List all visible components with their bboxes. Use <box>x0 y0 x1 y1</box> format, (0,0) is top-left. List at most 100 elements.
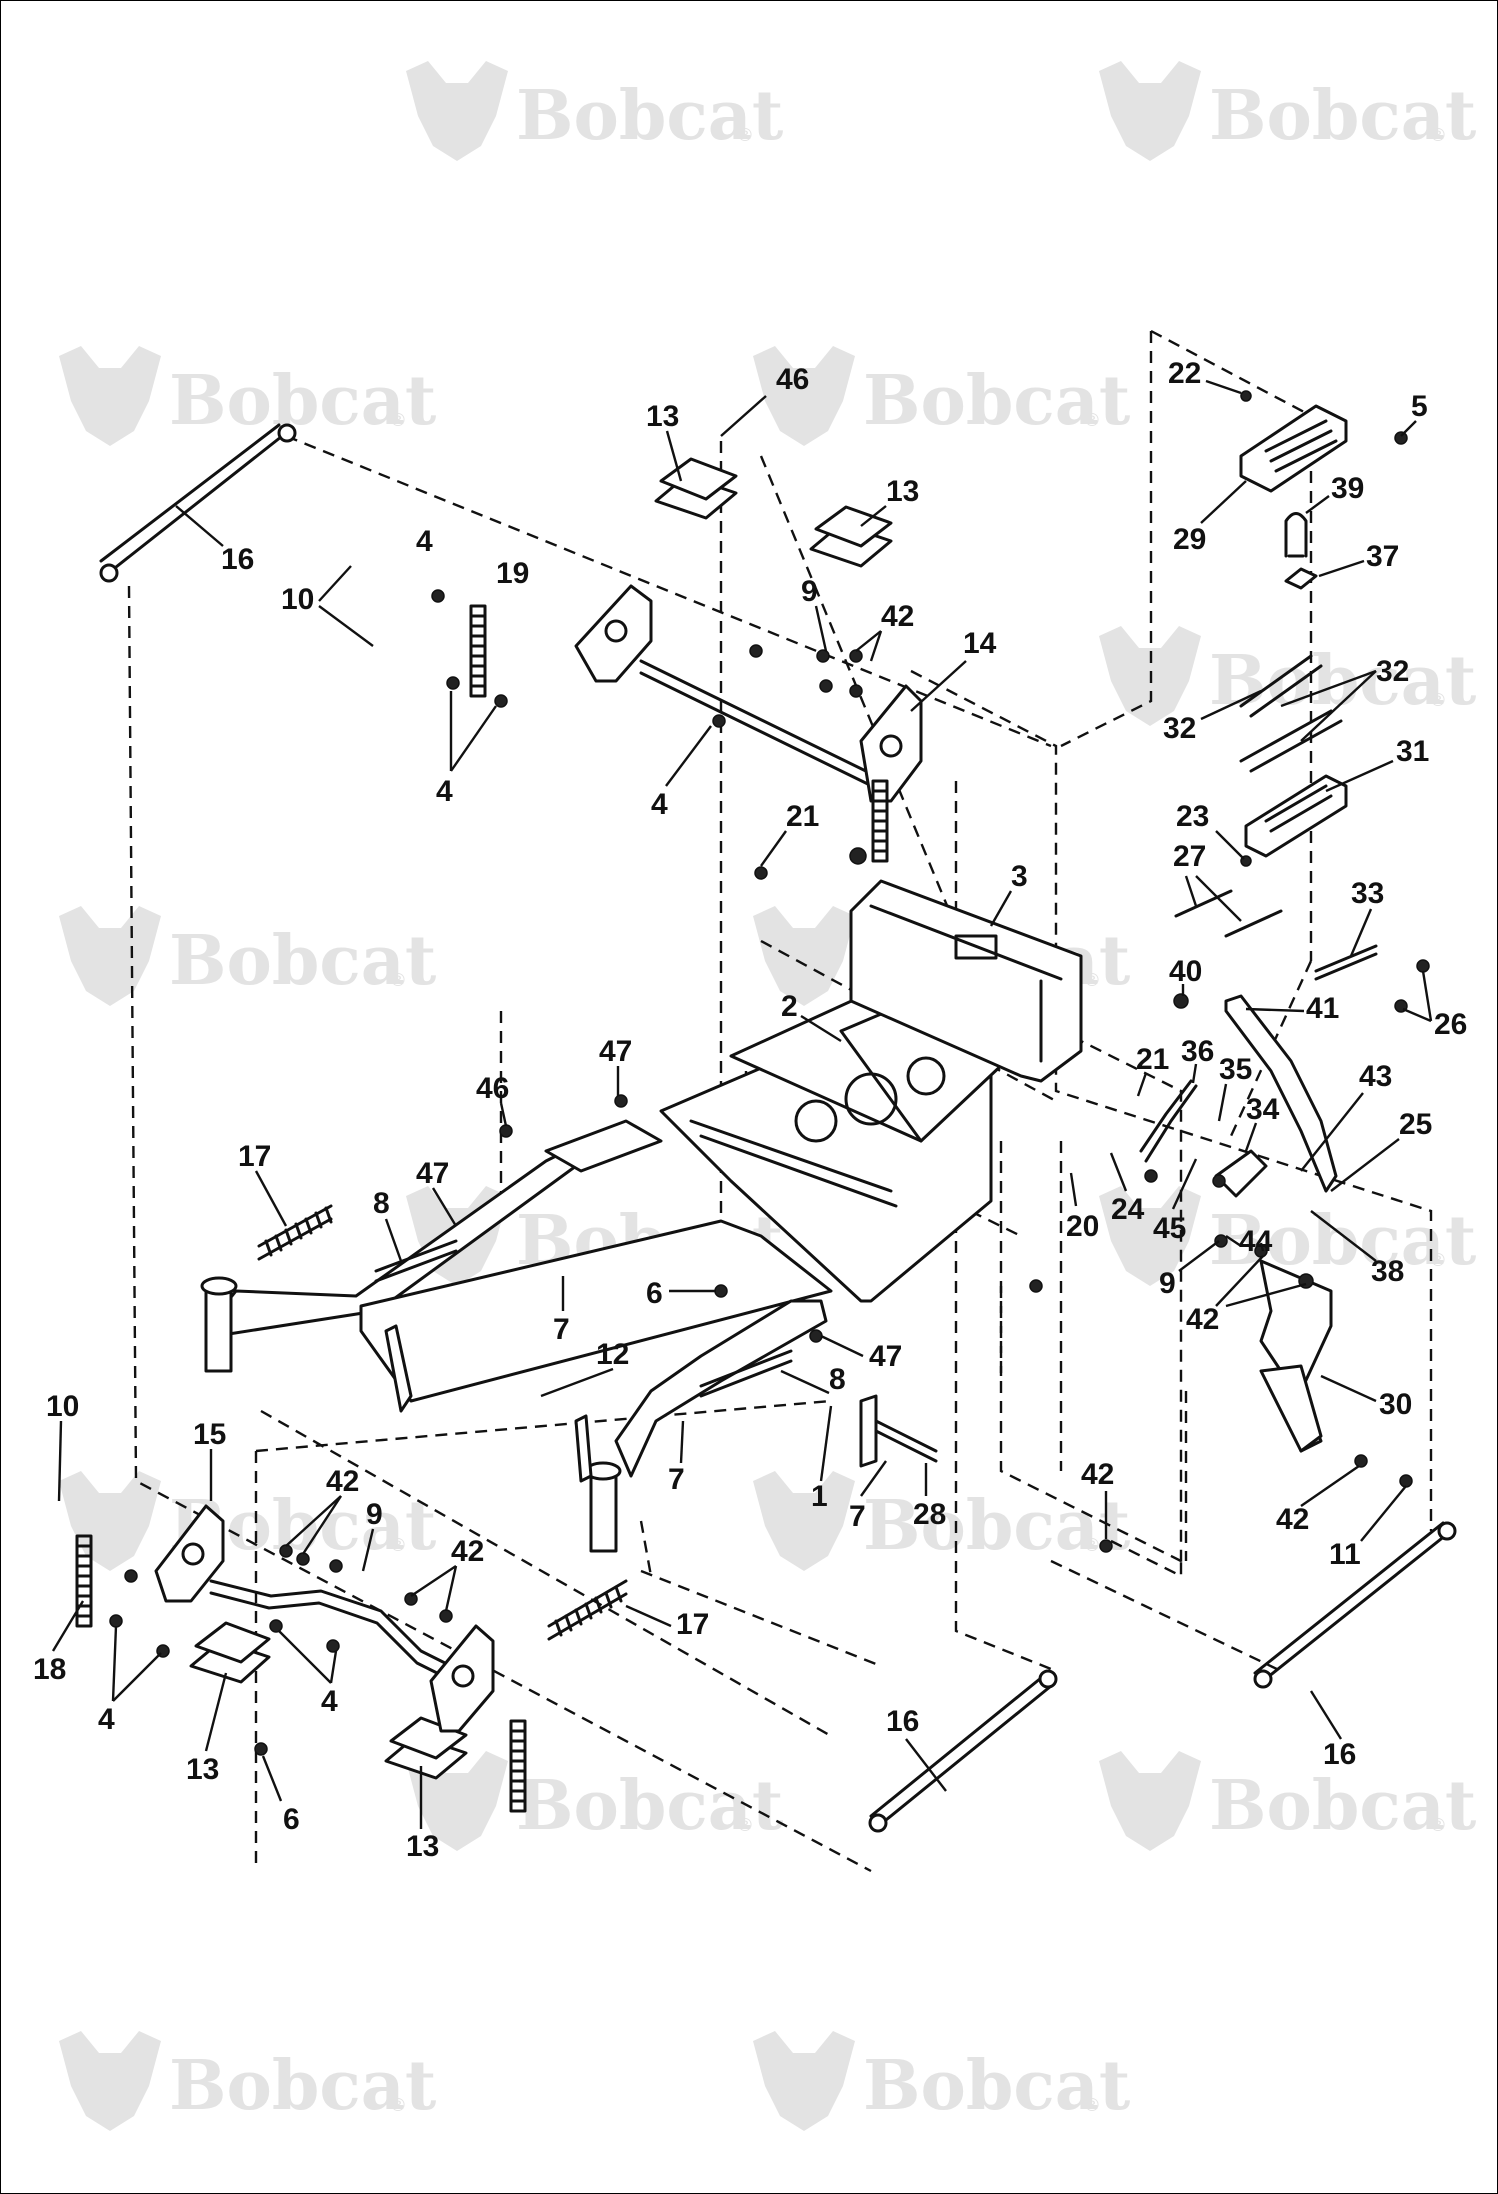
callout-22: 22 <box>1168 357 1201 390</box>
callout-25: 25 <box>1399 1108 1432 1141</box>
bobcat-head-icon <box>406 61 508 161</box>
callout-21: 21 <box>786 800 819 833</box>
watermark-reg: ® <box>1429 1250 1447 1271</box>
watermark-reg: ® <box>1083 2095 1101 2116</box>
part-spring-right <box>871 779 889 863</box>
callout-16: 16 <box>221 543 254 576</box>
callout-41: 41 <box>1306 992 1339 1025</box>
callout-8: 8 <box>373 1187 390 1220</box>
bobcat-head-icon <box>59 906 161 1006</box>
watermark: Bobcat ® <box>406 61 784 161</box>
bobcat-head-icon <box>1099 1751 1201 1851</box>
callout-43: 43 <box>1359 1060 1392 1093</box>
callout-42: 42 <box>451 1535 484 1568</box>
callout-10: 10 <box>281 583 314 616</box>
callout-9: 9 <box>366 1498 383 1531</box>
callout-4: 4 <box>98 1703 115 1736</box>
callout-18: 18 <box>33 1653 66 1686</box>
watermark: Bobcat ® <box>753 346 1131 446</box>
callout-14: 14 <box>963 627 997 660</box>
callout-4: 4 <box>436 775 453 808</box>
callout-46: 46 <box>776 363 809 396</box>
watermark: Bobcat ® <box>59 346 437 446</box>
bobcat-head-icon <box>1099 61 1201 161</box>
callout-3: 3 <box>1011 860 1028 893</box>
callout-7: 7 <box>849 1500 866 1533</box>
part-16-axle-bar-right <box>1253 1521 1457 1689</box>
callout-33: 33 <box>1351 877 1384 910</box>
callout-34: 34 <box>1246 1093 1280 1126</box>
watermark-reg: ® <box>736 125 754 146</box>
part-13-bracket-mid <box>809 505 893 568</box>
watermark-text: Bobcat <box>169 2046 437 2126</box>
callout-46: 46 <box>476 1072 509 1105</box>
part-27-pin <box>1174 889 1283 938</box>
callout-6: 6 <box>283 1803 300 1836</box>
callout-30: 30 <box>1379 1388 1412 1421</box>
callout-9: 9 <box>801 575 818 608</box>
callout-16: 16 <box>886 1705 919 1738</box>
part-8-rod-lower <box>699 1349 793 1398</box>
part-13-bracket-top <box>654 457 738 520</box>
watermark: Bobcat ® <box>1099 61 1477 161</box>
callout-36: 36 <box>1181 1035 1214 1068</box>
part-19-spring <box>469 604 487 698</box>
callout-42: 42 <box>1276 1503 1309 1536</box>
callout-40: 40 <box>1169 955 1202 988</box>
callout-17: 17 <box>238 1140 271 1173</box>
callout-42: 42 <box>1081 1458 1114 1491</box>
part-17-coil-spring-left <box>257 1204 333 1261</box>
part-34-bracket <box>1214 1149 1268 1198</box>
callout-38: 38 <box>1371 1255 1404 1288</box>
watermark: Bobcat ® <box>1099 626 1477 726</box>
callout-32: 32 <box>1376 655 1409 688</box>
parts <box>75 404 1457 1833</box>
callout-31: 31 <box>1396 735 1429 768</box>
part-33-pin <box>1314 944 1378 981</box>
callout-42: 42 <box>326 1465 359 1498</box>
callout-27: 27 <box>1173 840 1206 873</box>
part-41-lever-upper <box>1224 994 1338 1193</box>
callout-32: 32 <box>1163 712 1196 745</box>
watermark: Bobcat ® <box>406 1751 784 1851</box>
callout-8: 8 <box>829 1363 846 1396</box>
watermark-text: Bobcat <box>169 921 437 1001</box>
part-39-u-bolt <box>1284 512 1308 558</box>
part-8-rod-upper <box>374 1239 458 1283</box>
watermark-reg: ® <box>389 410 407 431</box>
watermark-text: Bobcat <box>863 2046 1131 2126</box>
watermark-reg: ® <box>1429 690 1447 711</box>
hardware <box>109 390 1430 1756</box>
part-29-plate <box>1239 404 1348 493</box>
callout-10: 10 <box>46 1390 79 1423</box>
callout-42: 42 <box>1186 1303 1219 1336</box>
watermark: Bobcat ® <box>1099 1751 1477 1851</box>
watermark-reg: ® <box>1429 1815 1447 1836</box>
watermark-reg: ® <box>1083 1535 1101 1556</box>
bobcat-head-icon <box>753 2031 855 2131</box>
callout-44: 44 <box>1239 1225 1273 1258</box>
watermark-reg: ® <box>1083 970 1101 991</box>
bobcat-head-icon <box>59 2031 161 2131</box>
watermark-reg: ® <box>389 1535 407 1556</box>
watermark: Bobcat ® <box>59 906 437 1006</box>
callout-37: 37 <box>1366 540 1399 573</box>
callout-12: 12 <box>596 1338 629 1371</box>
callout-11: 11 <box>1329 1538 1361 1571</box>
callout-4: 4 <box>416 525 433 558</box>
part-28-bracket <box>859 1394 938 1468</box>
watermark-reg: ® <box>736 1815 754 1836</box>
callout-16: 16 <box>1323 1738 1356 1771</box>
callout-7: 7 <box>553 1313 570 1346</box>
part-12-frame <box>200 1119 833 1553</box>
bobcat-head-icon <box>753 1471 855 1571</box>
callout-29: 29 <box>1173 523 1206 556</box>
callout-6: 6 <box>646 1277 663 1310</box>
watermark-reg: ® <box>1429 125 1447 146</box>
watermark-text: Bobcat <box>863 1486 1131 1566</box>
callout-21: 21 <box>1136 1043 1169 1076</box>
callout-13: 13 <box>186 1753 219 1786</box>
part-36-link <box>1139 1079 1198 1163</box>
part-16-axle-bar-upper <box>99 423 297 583</box>
